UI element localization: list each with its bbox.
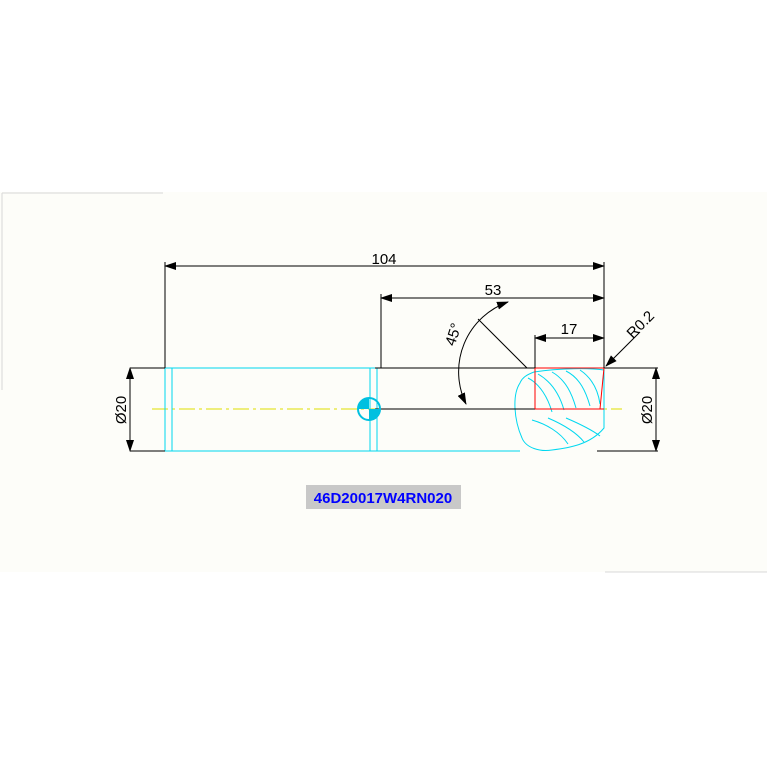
flute-highlight	[534, 367, 605, 410]
extension-lines	[164, 262, 605, 368]
dim-cutter-diameter: Ø20	[639, 396, 656, 424]
drawing-sheet	[0, 192, 767, 572]
dim-shank-to-tip: 53	[485, 282, 502, 299]
dim-flute-length: 17	[561, 321, 578, 338]
angle-arc	[457, 301, 509, 405]
dim-overall-length: 104	[371, 251, 396, 268]
part-number-background	[306, 485, 461, 509]
dim-helix-angle: 45°	[442, 321, 465, 348]
tool-outline	[164, 367, 605, 452]
dim-shank-diameter: Ø20	[113, 396, 130, 424]
part-number: 46D20017W4RN020	[314, 490, 452, 507]
radius-leader	[605, 331, 641, 367]
center-symbol	[357, 397, 381, 421]
